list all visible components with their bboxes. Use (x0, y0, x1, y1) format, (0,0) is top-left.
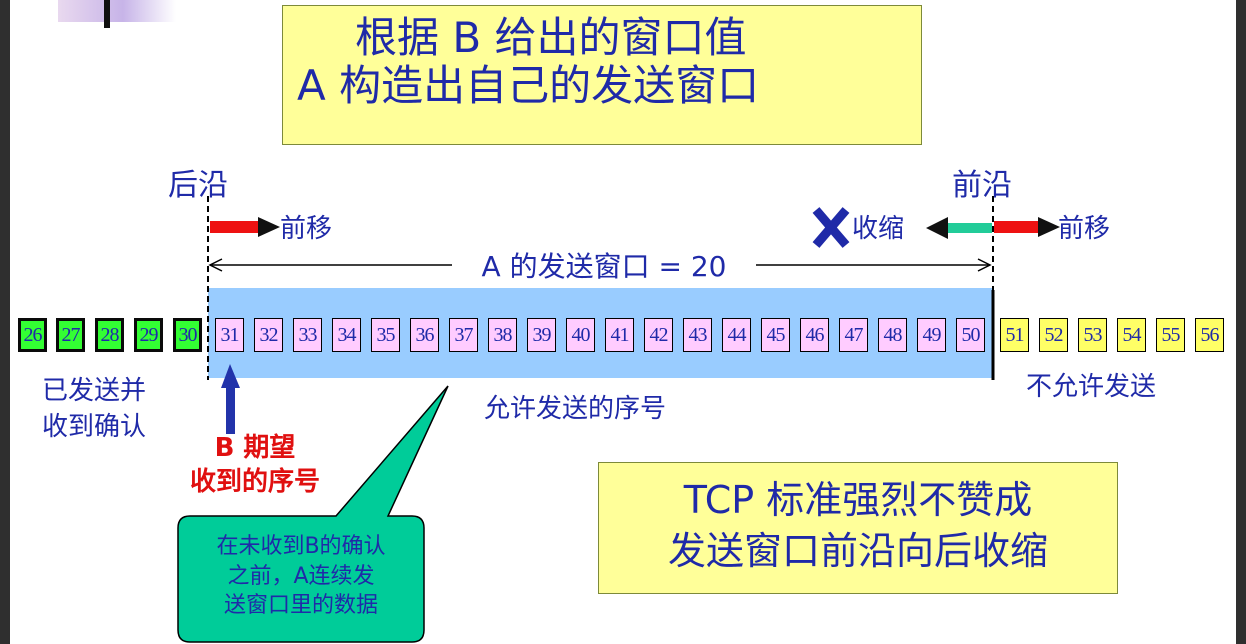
seq-cell: 47 (839, 318, 868, 352)
seq-cell: 26 (18, 318, 47, 352)
seq-cell: 41 (605, 318, 634, 352)
seq-cell: 46 (800, 318, 829, 352)
decoration-gradient (58, 0, 176, 22)
seq-cell: 35 (371, 318, 400, 352)
trailing-edge-label: 后沿 (168, 168, 228, 203)
seq-cell: 49 (917, 318, 946, 352)
tcp-note-box: TCP 标准强烈不赞成 发送窗口前沿向后收缩 (598, 462, 1118, 594)
seq-cell: 39 (527, 318, 556, 352)
frame-left-border (0, 0, 10, 644)
decoration-bar (104, 0, 110, 28)
callout-line2: 之前，A连续发 (227, 563, 375, 589)
window-size-dimension (208, 258, 992, 272)
seq-cell: 45 (761, 318, 790, 352)
seq-cell: 27 (56, 318, 85, 352)
callout-text: 在未收到B的确认 之前，A连续发 送窗口里的数据 (182, 532, 420, 621)
seq-cell: 44 (722, 318, 751, 352)
seq-cell: 54 (1117, 318, 1146, 352)
seq-cell: 29 (134, 318, 163, 352)
acked-label-line1: 已发送并 (42, 376, 147, 406)
callout-bubble (177, 385, 449, 643)
seq-cell: 48 (878, 318, 907, 352)
title-line-1: 根据 B 给出的窗口值 (355, 13, 747, 62)
seq-cell: 34 (332, 318, 361, 352)
callout-line3: 送窗口里的数据 (223, 593, 378, 619)
tcp-note-line2: 发送窗口前沿向后收缩 (667, 529, 1048, 574)
move-forward-left-arrow (210, 217, 280, 237)
seq-cell: 38 (488, 318, 517, 352)
not-allowed-label: 不允许发送 (1026, 372, 1157, 402)
allowed-label: 允许发送的序号 (484, 394, 667, 424)
seq-cell: 43 (683, 318, 712, 352)
seq-cell: 56 (1195, 318, 1224, 352)
seq-cell: 33 (293, 318, 322, 352)
seq-cell: 53 (1078, 318, 1107, 352)
shrink-arrow (926, 217, 992, 239)
seq-cell: 37 (449, 318, 478, 352)
move-forward-right-arrow (994, 217, 1060, 237)
acked-label-line2: 收到确认 (42, 412, 147, 442)
seq-cell: 31 (215, 318, 244, 352)
expected-seq-label-line1: B 期望 (214, 433, 296, 463)
seq-cell: 52 (1039, 318, 1068, 352)
seq-cell: 40 (566, 318, 595, 352)
title-box: 根据 B 给出的窗口值 A 构造出自己的发送窗口 (282, 5, 922, 145)
frame-right-border (1236, 0, 1246, 644)
seq-cell: 42 (644, 318, 673, 352)
expected-seq-label-line2: 收到的序号 (189, 466, 320, 497)
seq-cell: 28 (95, 318, 124, 352)
leading-edge-label: 前沿 (952, 168, 1012, 203)
shrink-label: 收缩 (852, 214, 905, 244)
seq-cell: 50 (956, 318, 985, 352)
move-forward-left-label: 前移 (280, 214, 333, 244)
callout-line1: 在未收到B的确认 (216, 534, 386, 559)
seq-cell: 36 (410, 318, 439, 352)
expected-seq-label: B 期望 收到的序号 (160, 432, 350, 500)
seq-cell: 51 (1000, 318, 1029, 352)
seq-cell: 30 (173, 318, 202, 352)
expected-seq-arrow (221, 364, 240, 434)
tcp-note-line1: TCP 标准强烈不赞成 (683, 478, 1033, 522)
seq-cell: 55 (1156, 318, 1185, 352)
title-line-2: A 构造出自己的发送窗口 (297, 61, 760, 111)
move-forward-right-label: 前移 (1058, 214, 1111, 244)
cross-x-icon (812, 207, 850, 248)
seq-cell: 32 (254, 318, 283, 352)
window-size-label: A 的发送窗口 = 20 (482, 250, 727, 283)
